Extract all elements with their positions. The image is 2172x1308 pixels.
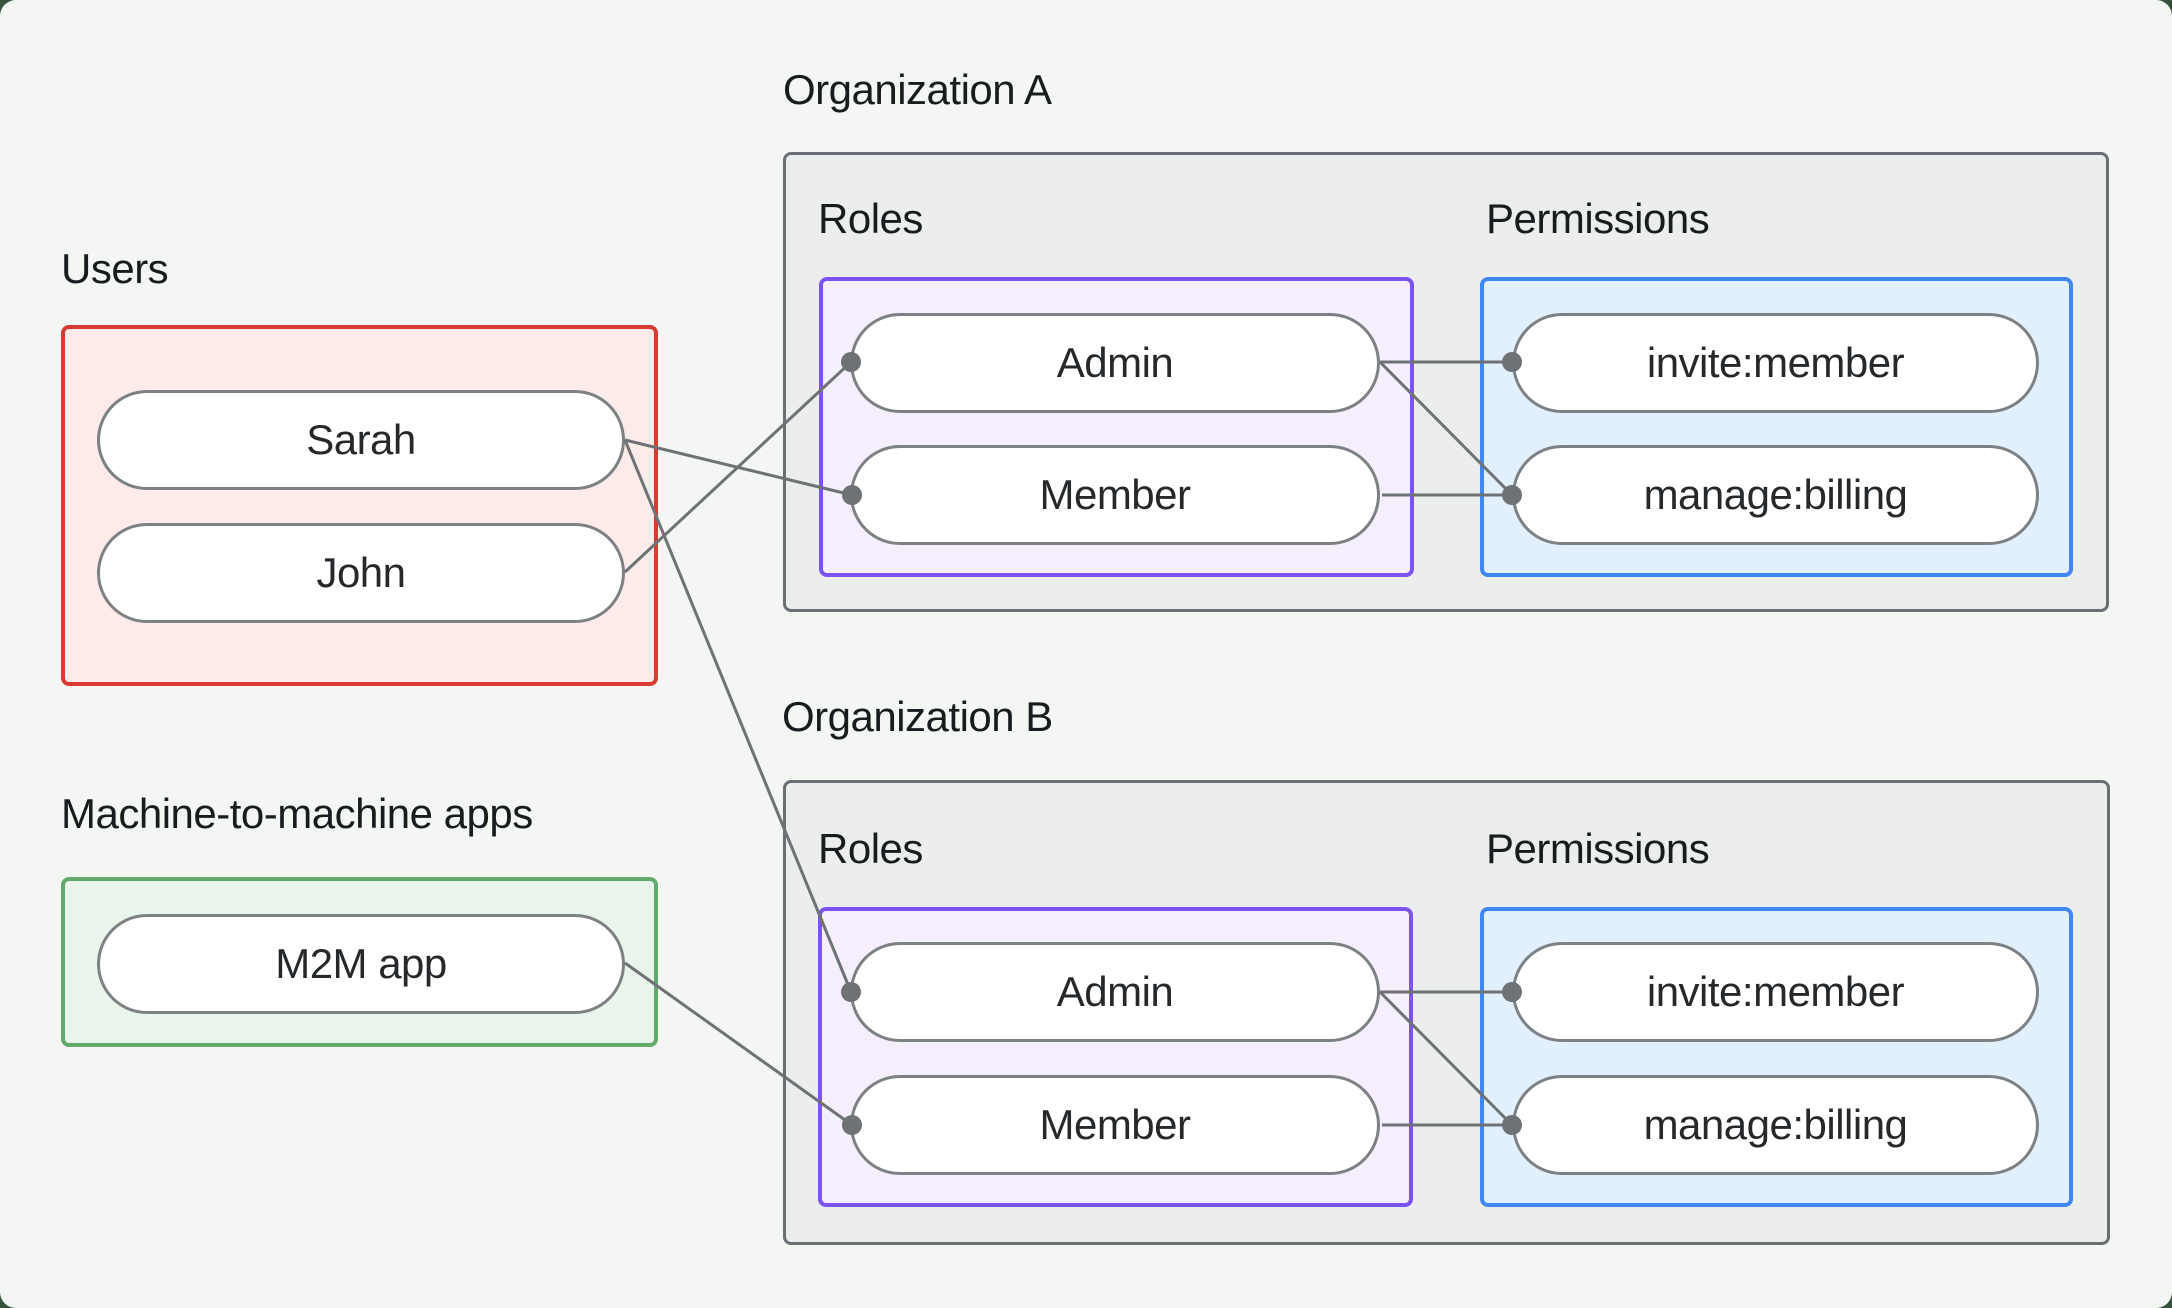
m2m-node-app: M2M app — [97, 914, 625, 1014]
org-a-role-admin: Admin — [850, 313, 1380, 413]
org-b-roles-box: Admin Member — [818, 907, 1413, 1207]
org-b-role-member: Member — [850, 1075, 1380, 1175]
org-a-permissions-box: invite:member manage:billing — [1480, 277, 2073, 577]
org-b-permission-invite-member: invite:member — [1512, 942, 2039, 1042]
org-b-box: Roles Permissions Admin Member invite:me… — [783, 780, 2110, 1245]
org-a-roles-box: Admin Member — [819, 277, 1414, 577]
org-b-permission-manage-billing: manage:billing — [1512, 1075, 2039, 1175]
org-b-permissions-box: invite:member manage:billing — [1480, 907, 2073, 1207]
org-a-permission-manage-billing: manage:billing — [1512, 445, 2039, 545]
users-section-label: Users — [61, 245, 169, 292]
user-node-john: John — [97, 523, 625, 623]
org-a-roles-label: Roles — [818, 195, 923, 242]
user-node-sarah: Sarah — [97, 390, 625, 490]
org-b-role-admin: Admin — [850, 942, 1380, 1042]
org-a-permission-invite-member: invite:member — [1512, 313, 2039, 413]
org-b-roles-label: Roles — [818, 825, 923, 872]
org-a-permissions-label: Permissions — [1486, 195, 1710, 242]
org-b-permissions-label: Permissions — [1486, 825, 1710, 872]
org-a-box: Roles Permissions Admin Member invite:me… — [783, 152, 2109, 612]
org-b-label: Organization B — [782, 693, 1053, 740]
m2m-group-box: M2M app — [61, 877, 658, 1047]
org-a-role-member: Member — [850, 445, 1380, 545]
m2m-section-label: Machine-to-machine apps — [61, 790, 533, 837]
org-a-label: Organization A — [783, 66, 1052, 113]
users-group-box: Sarah John — [61, 325, 658, 686]
